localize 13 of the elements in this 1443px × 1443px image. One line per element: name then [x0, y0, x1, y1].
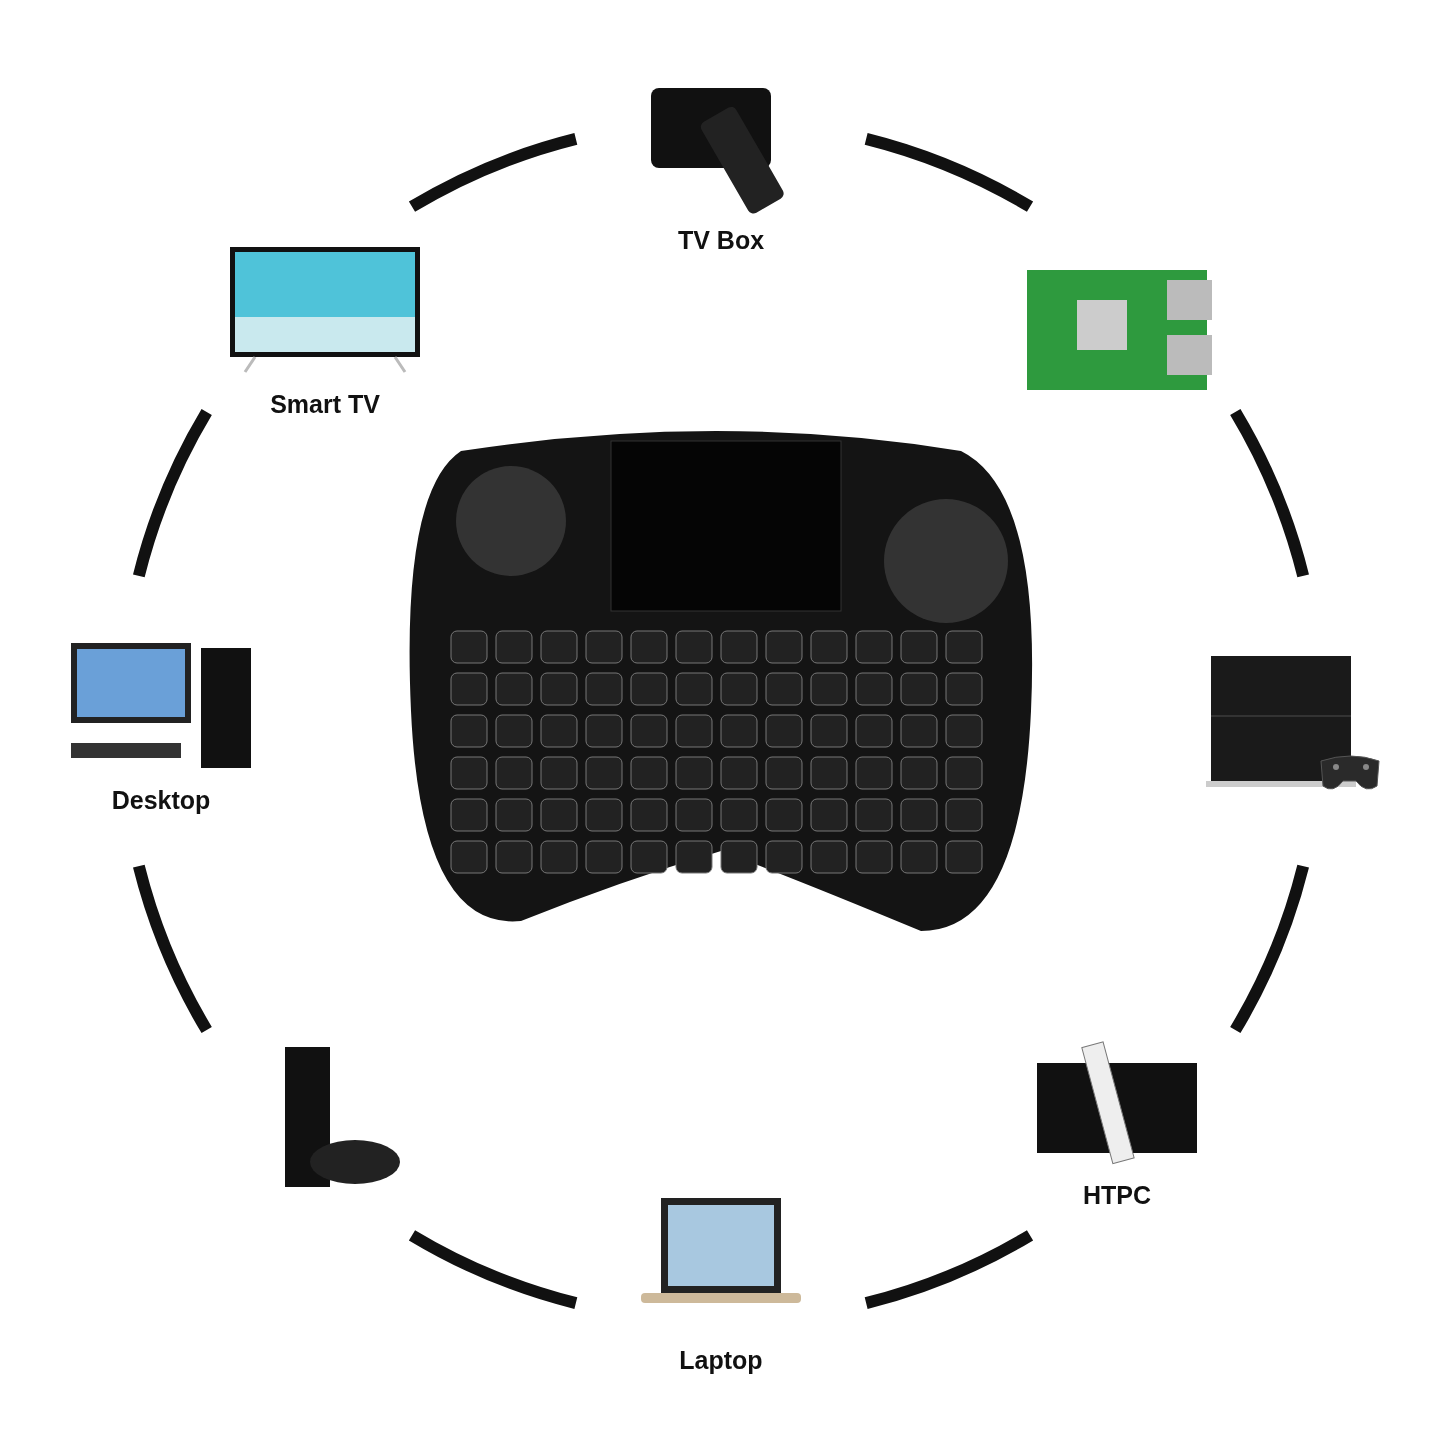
device-label: Smart TV	[270, 389, 380, 419]
ring-arc	[864, 133, 1033, 212]
device-label: TV Box	[677, 225, 765, 255]
ring-arc	[1230, 864, 1309, 1033]
device-label: HTPC	[1082, 1181, 1151, 1211]
ring-arc	[864, 1230, 1033, 1309]
ring-arc	[133, 409, 212, 578]
device-label: Desktop	[111, 785, 211, 815]
ring-arc	[409, 1230, 578, 1309]
ring-arc	[409, 133, 578, 212]
ring-arc	[1230, 409, 1309, 578]
device-label: Laptop	[679, 1345, 763, 1375]
ring-arc	[133, 864, 212, 1033]
